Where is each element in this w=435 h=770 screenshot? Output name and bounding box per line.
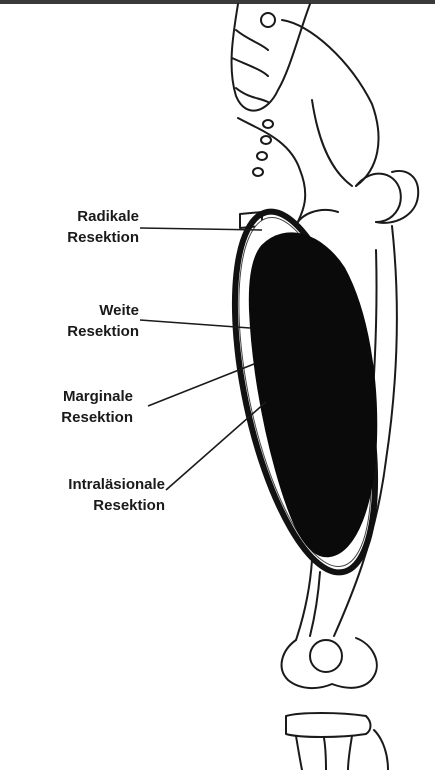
tibia-shaft-left: [296, 736, 302, 770]
leader-marginal: [148, 364, 254, 406]
femur-shaft-inner: [310, 572, 320, 636]
femoral-condyles: [282, 638, 377, 688]
label-intralesional-resection: Intraläsionale Resektion: [68, 474, 165, 516]
patella-icon: [310, 640, 342, 672]
label-intral-line2: Resektion: [68, 495, 165, 516]
pelvis-outline: [232, 4, 310, 111]
label-wide-line1: Weite: [67, 300, 139, 321]
tibia-plateau: [286, 713, 371, 737]
tumor-mass: [250, 233, 376, 556]
coccyx-segment-4: [253, 168, 263, 176]
label-radical-resection: Radikale Resektion: [67, 206, 139, 248]
label-marginal-resection: Marginale Resektion: [61, 386, 133, 428]
fibula: [374, 730, 388, 770]
tibia-shaft-right: [348, 736, 352, 770]
label-radical-line2: Resektion: [67, 227, 139, 248]
label-wide-line2: Resektion: [67, 321, 139, 342]
coccyx-segment-1: [263, 120, 273, 128]
thigh-outline-lower: [296, 560, 312, 640]
label-marginal-line1: Marginale: [61, 386, 133, 407]
leader-intral: [166, 402, 266, 490]
coccyx-segment-3: [257, 152, 267, 160]
label-radical-line1: Radikale: [67, 206, 139, 227]
spine-icon: [261, 13, 275, 27]
coccyx-segment-2: [261, 136, 271, 144]
label-wide-resection: Weite Resektion: [67, 300, 139, 342]
sacrum-edge: [232, 30, 268, 102]
label-marginal-line2: Resektion: [61, 407, 133, 428]
label-intral-line1: Intraläsionale: [68, 474, 165, 495]
greater-trochanter: [376, 171, 418, 223]
